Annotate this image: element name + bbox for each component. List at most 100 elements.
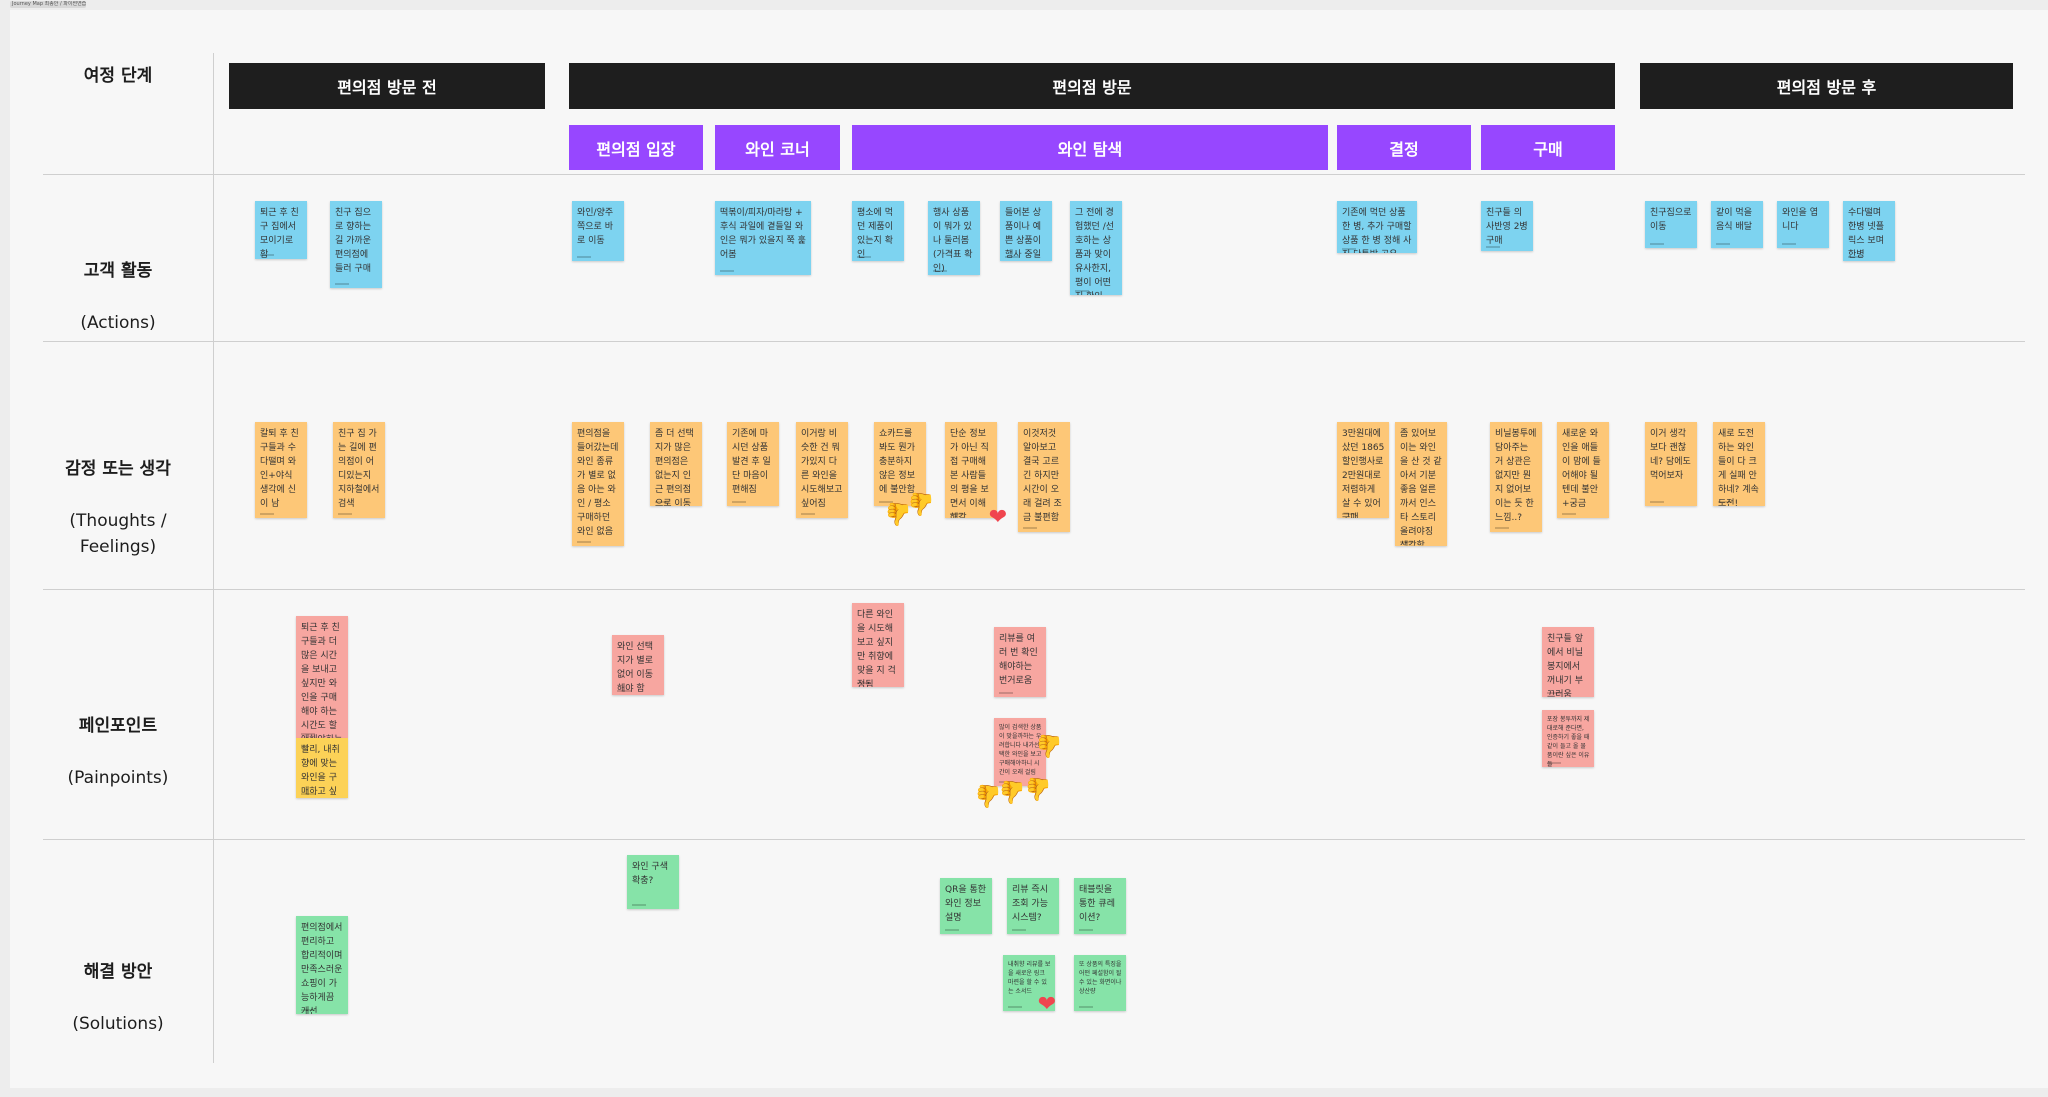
heart-icon[interactable]: ❤ xyxy=(988,505,1008,530)
sticky-note[interactable]: 좀 더 선택지가 많은 편의점은 없는지 인근 편의점으로 이동 xyxy=(650,422,702,506)
row-divider xyxy=(43,839,2025,840)
row-subtitle: (Solutions) xyxy=(72,1014,164,1034)
note-text: 단순 정보가 아닌 직접 구매해 본 사람들의 평을 보면서 이해해감 xyxy=(950,429,989,518)
sticky-note[interactable]: 이것저것 알아보고 결국 고르긴 하지만 시간이 오래 걸려 조금 불편함 xyxy=(1018,422,1070,532)
thumbs-down-icon[interactable]: 👍 xyxy=(1035,733,1063,758)
sticky-note[interactable]: 포장 봉투까지 제대로해 준다면, 인증하기 좋을 때 같이 들고 올 물품이란… xyxy=(1542,710,1594,767)
note-text: 리뷰 즉시 조회 가능 시스템? xyxy=(1012,885,1048,923)
row-title: 고객 활동 xyxy=(83,261,153,281)
note-text: 좀 있어보이는 와인을 산 것 같아서 기분좋음 얼른 까서 인스타 스토리 올… xyxy=(1400,429,1442,546)
sticky-note[interactable]: 편의점을 들어갔는데 와인 종류가 별로 없음 아는 와인 / 평소 구매하던 … xyxy=(572,422,624,546)
subphase-decision: 결정 xyxy=(1337,125,1471,170)
sticky-note[interactable]: 떡볶이/피자/마라탕 + 후식 과일에 곁들일 와인은 뭐가 있을지 쭉 훑어봄 xyxy=(715,201,811,275)
row-divider xyxy=(43,341,2025,342)
sticky-note[interactable]: 좀 있어보이는 와인을 산 것 같아서 기분좋음 얼른 까서 인스타 스토리 올… xyxy=(1395,422,1447,546)
sticky-note[interactable]: 친구 집 가는 길에 편의점이 어디있는지 지하철에서 검색 xyxy=(333,422,385,518)
sticky-note[interactable]: 또 상품의 특징을 어떤 페설함이 될 수 있는 화면이나 상산량 xyxy=(1074,955,1126,1011)
phase-after-visit: 편의점 방문 후 xyxy=(1640,63,2013,109)
sticky-note[interactable]: 칼퇴 후 친구들과 수다떨며 와인+야식 생각에 신이 남 xyxy=(255,422,307,518)
row-label-painpoints: 페인포인트 (Painpoints) xyxy=(43,687,193,817)
sticky-note[interactable]: 퇴근 후 친구 집에서 모이기로 함 xyxy=(255,201,307,259)
note-text: 새로 도전하는 와인들이 다 크게 실패 안하네? 계속 도전! xyxy=(1718,429,1759,506)
sticky-note[interactable]: QR을 통한 와인 정보 설명 xyxy=(940,878,992,934)
note-text: 그 전에 경험했던 /선호하는 상품과 맞이 유사한지, 평이 어떤지 확인 xyxy=(1075,208,1115,295)
note-text: 와인 구색 확충? xyxy=(632,862,668,886)
sticky-note[interactable]: 태블릿을 통한 큐레이션? xyxy=(1074,878,1126,934)
note-text: 평소에 먹던 제품이 있는지 확인 xyxy=(857,208,893,260)
note-text: 이거랑 비슷한 건 뭐가있지 다른 와인을 시도해보고 싶어짐 xyxy=(801,429,843,509)
subphase-enter-store: 편의점 입장 xyxy=(569,125,703,170)
file-tag: Journey Map 최종안 / 파이썬연습 xyxy=(10,1,86,8)
sticky-note[interactable]: 새로 도전하는 와인들이 다 크게 실패 안하네? 계속 도전! xyxy=(1713,422,1765,506)
note-text: 편의점에서 편리하고 합리적이며 만족스러운 쇼핑이 가능하게끔 개선 xyxy=(301,923,343,1014)
note-text: 들어본 상품이나 예쁜 상품이 행사 중일 경우 검색 xyxy=(1005,208,1041,260)
sticky-note[interactable]: 수다떨며 한병 넷플릭스 보며 한병 xyxy=(1843,201,1895,261)
note-text: 와인 선택지가 별로 없어 이동해야 함 xyxy=(617,642,653,694)
sticky-note[interactable]: 비닐봉투에 담아주는 거 상관은 없지만 뭔지 없어보이는 듯 한 느낌..? xyxy=(1490,422,1542,532)
sticky-note[interactable]: 새로운 와인을 애들이 맘에 들어해야 될텐데 불안+궁금 xyxy=(1557,422,1609,518)
note-text: 기존에 먹던 상품 한 병, 추가 구매할 상품 한 병 정해 사진 단톡방 공… xyxy=(1342,208,1412,253)
row-label-thoughts: 감정 또는 생각 (Thoughts / Feelings) xyxy=(43,430,193,586)
note-text: 다른 와인을 시도해보고 싶지만 취향에 맞을 지 걱정됨 xyxy=(857,610,896,687)
sticky-note[interactable]: 와인/양주 쪽으로 바로 이동 xyxy=(572,201,624,261)
note-text: 칼퇴 후 친구들과 수다떨며 와인+야식 생각에 신이 남 xyxy=(260,429,299,509)
sticky-note[interactable]: 친구들 의사반영 2병 구매 xyxy=(1481,201,1533,251)
sticky-note[interactable]: 이거랑 비슷한 건 뭐가있지 다른 와인을 시도해보고 싶어짐 xyxy=(796,422,848,518)
note-text: QR을 통한 와인 정보 설명 xyxy=(945,885,987,923)
note-text: 또 상품의 특징을 어떤 페설함이 될 수 있는 화면이나 상산량 xyxy=(1079,961,1122,995)
subphase-wine-corner: 와인 코너 xyxy=(715,125,840,170)
sticky-note[interactable]: 친구 집으로 향하는 길 가까운 편의점에 들러 구매 xyxy=(330,201,382,288)
row-divider xyxy=(43,589,2025,590)
sticky-note[interactable]: 그 전에 경험했던 /선호하는 상품과 맞이 유사한지, 평이 어떤지 확인 xyxy=(1070,201,1122,295)
note-text: 수다떨며 한병 넷플릭스 보며 한병 xyxy=(1848,208,1884,260)
note-text: 친구 집 가는 길에 편의점이 어디있는지 지하철에서 검색 xyxy=(338,429,380,509)
note-text: 같이 먹을 음식 배달 xyxy=(1716,208,1752,232)
sticky-note[interactable]: 다른 와인을 시도해보고 싶지만 취향에 맞을 지 걱정됨 xyxy=(852,603,904,687)
note-text: 친구집으로 이동 xyxy=(1650,208,1692,232)
sticky-note[interactable]: 리뷰를 여러 번 확인해야하는 번거로움 xyxy=(994,627,1046,697)
note-text: 와인/양주 쪽으로 바로 이동 xyxy=(577,208,614,246)
sticky-note[interactable]: 친구집으로 이동 xyxy=(1645,201,1697,248)
sticky-note[interactable]: 기존에 먹던 상품 한 병, 추가 구매할 상품 한 병 정해 사진 단톡방 공… xyxy=(1337,201,1417,253)
note-text: 리뷰를 여러 번 확인해야하는 번거로움 xyxy=(999,634,1038,686)
sticky-note[interactable]: 내취향 리뷰를 보을 새로운 링크 마련을 할 수 있는 소서드 xyxy=(1003,955,1055,1011)
row-label-stage: 여정 단계 xyxy=(83,66,153,86)
sticky-note[interactable]: 와인을 엽니다 xyxy=(1777,201,1829,248)
note-text: 퇴근 후 친구들과 더 많은 시간을 보내고 싶지만 와인을 구매해야 하는 시… xyxy=(301,623,342,738)
note-text: 빨리, 내취향에 맞는 와인을 구매하고 싶은 니즈 xyxy=(301,745,340,797)
row-label-actions: 고객 활동 (Actions) xyxy=(43,232,193,362)
thumbs-down-icon[interactable]: 👍 xyxy=(1024,776,1052,801)
sticky-note[interactable]: 같이 먹을 음식 배달 xyxy=(1711,201,1763,248)
heart-icon[interactable]: ❤ xyxy=(1037,992,1057,1017)
note-text: 편의점을 들어갔는데 와인 종류가 별로 없음 아는 와인 / 평소 구매하던 … xyxy=(577,429,619,537)
sticky-note[interactable]: 많이 검색한 상품이 맞을까하는 우려합니다 내가선택한 와인을 보고 구매해야… xyxy=(994,718,1046,786)
column-divider xyxy=(213,53,214,1063)
sticky-note[interactable]: 기존에 마시던 상품 발견 후 일단 마음이 편해짐 xyxy=(727,422,779,506)
sticky-note[interactable]: 리뷰 즉시 조회 가능 시스템? xyxy=(1007,878,1059,934)
sticky-note[interactable]: 쇼카드를 봐도 뭔가 충분하지 않은 정보에 불안함 xyxy=(874,422,926,506)
sticky-note[interactable]: 평소에 먹던 제품이 있는지 확인 xyxy=(852,201,904,261)
thumbs-down-icon[interactable]: 👍 xyxy=(998,779,1026,804)
sticky-note[interactable]: 이거 생각보다 괜찮네? 담에도 먹어보자 xyxy=(1645,422,1697,506)
sticky-note[interactable]: 빨리, 내취향에 맞는 와인을 구매하고 싶은 니즈 xyxy=(296,738,348,798)
sticky-note[interactable]: 퇴근 후 친구들과 더 많은 시간을 보내고 싶지만 와인을 구매해야 하는 시… xyxy=(296,616,348,738)
row-subtitle: (Painpoints) xyxy=(67,768,169,788)
sticky-note[interactable]: 단순 정보가 아닌 직접 구매해 본 사람들의 평을 보면서 이해해감 xyxy=(945,422,997,518)
note-text: 쇼카드를 봐도 뭔가 충분하지 않은 정보에 불안함 xyxy=(879,429,915,495)
sticky-note[interactable]: 3만원대에 샀던 1865 할인행사로 2만원대로 저렴하게 살 수 있어 구매 xyxy=(1337,422,1389,518)
note-text: 기존에 마시던 상품 발견 후 일단 마음이 편해짐 xyxy=(732,429,771,495)
sticky-note[interactable]: 와인 구색 확충? xyxy=(627,855,679,909)
sticky-note[interactable]: 들어본 상품이나 예쁜 상품이 행사 중일 경우 검색 xyxy=(1000,201,1052,261)
journey-map-board: 여정 단계 고객 활동 (Actions) 감정 또는 생각 (Thoughts… xyxy=(10,10,2048,1088)
sticky-note[interactable]: 와인 선택지가 별로 없어 이동해야 함 xyxy=(612,635,664,695)
sticky-note[interactable]: 행사 상품이 뭐가 있나 둘러봄 (가격표 확인) xyxy=(928,201,980,275)
sticky-note[interactable]: 친구들 앞에서 비닐봉지에서 꺼내기 부끄러움 xyxy=(1542,627,1594,697)
note-text: 내취향 리뷰를 보을 새로운 링크 마련을 할 수 있는 소서드 xyxy=(1008,961,1051,995)
thumbs-down-icon[interactable]: 👍 xyxy=(907,491,935,516)
note-text: 퇴근 후 친구 집에서 모이기로 함 xyxy=(260,208,299,259)
sticky-note[interactable]: 편의점에서 편리하고 합리적이며 만족스러운 쇼핑이 가능하게끔 개선 xyxy=(296,916,348,1014)
note-text: 태블릿을 통한 큐레이션? xyxy=(1079,885,1115,923)
row-subtitle: (Thoughts / Feelings) xyxy=(69,511,167,557)
note-text: 비닐봉투에 담아주는 거 상관은 없지만 뭔지 없어보이는 듯 한 느낌..? xyxy=(1495,429,1537,523)
row-title: 해결 방안 xyxy=(83,962,153,982)
